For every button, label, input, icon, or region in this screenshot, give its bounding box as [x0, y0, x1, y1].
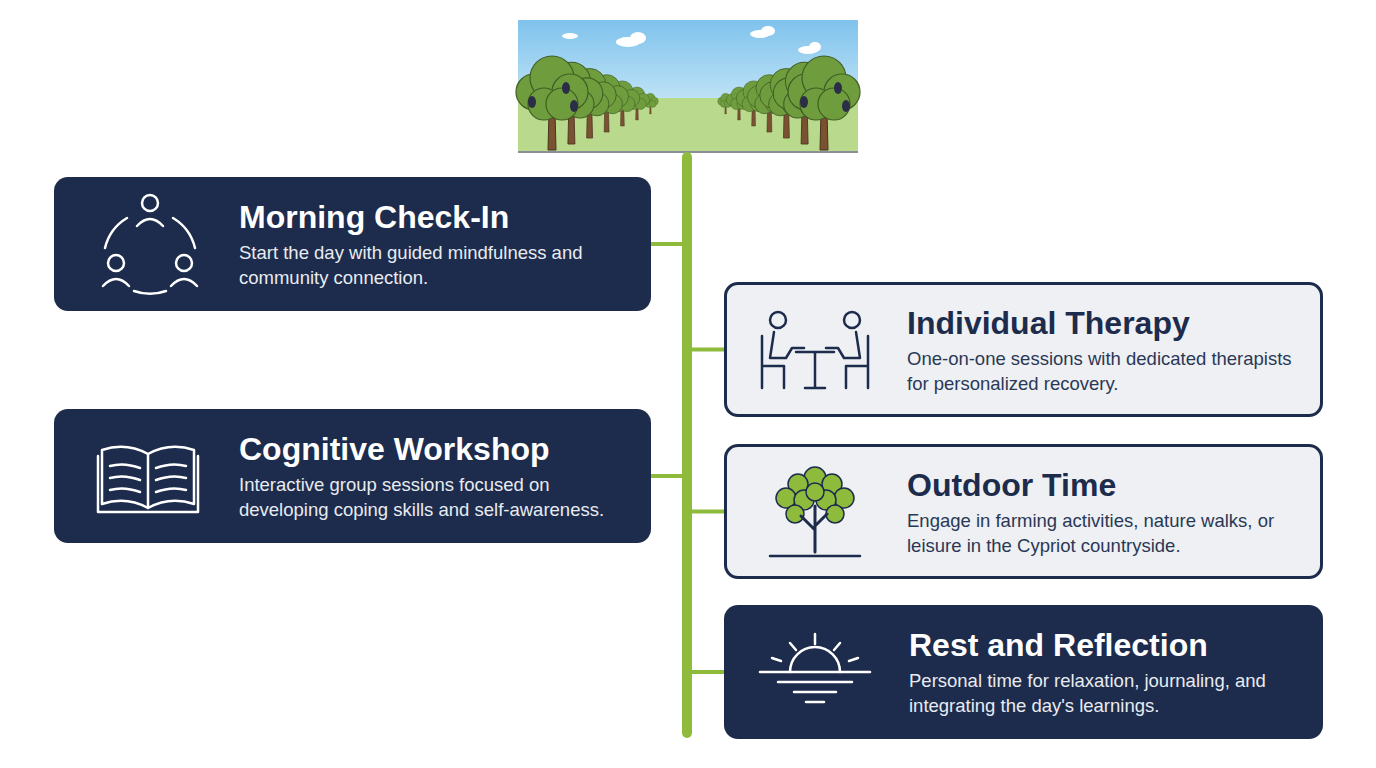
- step-description: One-on-one sessions with dedicated thera…: [907, 346, 1304, 396]
- timeline-branch: [687, 670, 724, 674]
- step-heading: Morning Check-In: [239, 198, 635, 236]
- step-heading: Individual Therapy: [907, 304, 1304, 342]
- step-heading: Rest and Reflection: [909, 626, 1307, 664]
- timeline-branch: [687, 348, 724, 352]
- olive-grove-illustration: [516, 20, 860, 152]
- step-heading: Outdoor Time: [907, 466, 1304, 504]
- timeline-branch: [651, 242, 687, 246]
- therapy-icon: [762, 312, 868, 388]
- step-description: Personal time for relaxation, journaling…: [909, 668, 1307, 718]
- community-icon: [103, 195, 197, 294]
- step-description: Interactive group sessions focused on de…: [239, 472, 635, 522]
- step-box: Rest and ReflectionPersonal time for rel…: [724, 605, 1323, 739]
- sunset-icon: [760, 634, 870, 702]
- step-description: Start the day with guided mindfulness an…: [239, 240, 635, 290]
- step-box: Cognitive WorkshopInteractive group sess…: [54, 409, 651, 543]
- tree-icon: [770, 467, 860, 556]
- timeline-branch: [687, 510, 724, 514]
- step-heading: Cognitive Workshop: [239, 430, 635, 468]
- step-box: Individual TherapyOne-on-one sessions wi…: [724, 282, 1323, 417]
- step-box: Morning Check-InStart the day with guide…: [54, 177, 651, 311]
- step-description: Engage in farming activities, nature wal…: [907, 508, 1304, 558]
- timeline-trunk: [682, 152, 692, 738]
- timeline-branch: [651, 474, 687, 478]
- step-box: Outdoor TimeEngage in farming activities…: [724, 444, 1323, 579]
- book-icon: [98, 447, 198, 512]
